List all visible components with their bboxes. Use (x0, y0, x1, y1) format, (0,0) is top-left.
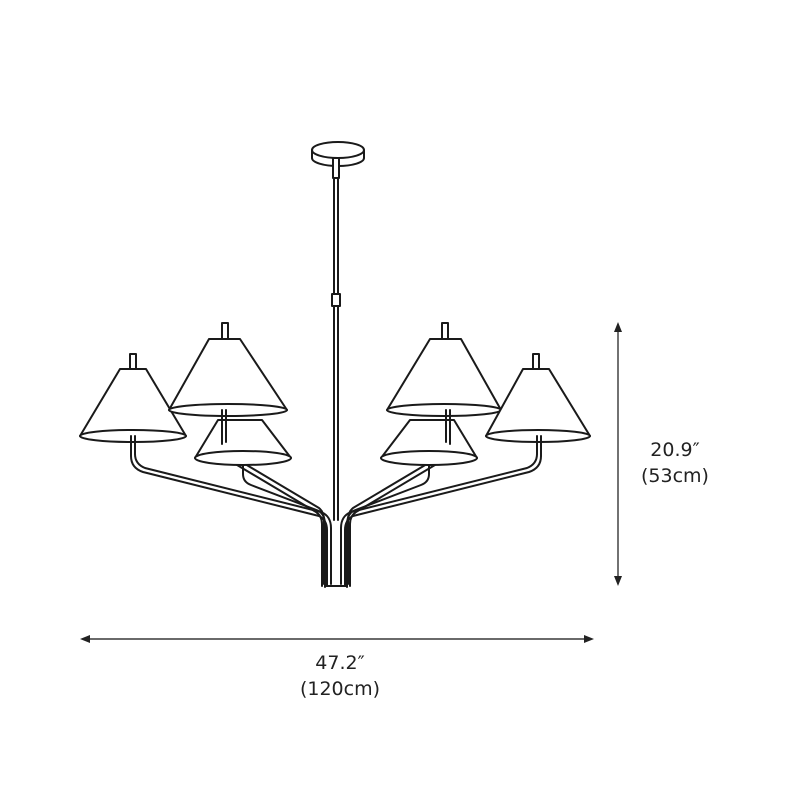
shade-right-back (380, 419, 478, 466)
height-dimension-line (614, 322, 622, 586)
lamp-shades (79, 322, 591, 466)
downrod (331, 157, 341, 521)
width-imperial: 47.2″ (315, 652, 365, 674)
shade-left-back (194, 419, 292, 466)
width-metric: (120cm) (299, 678, 381, 700)
shade-right-outer (485, 353, 591, 443)
height-imperial: 20.9″ (650, 439, 700, 461)
height-label: 20.9″ (53cm) (620, 437, 730, 489)
shade-left-front (168, 322, 288, 417)
shade-right-front (386, 322, 502, 417)
width-label: 47.2″ (120cm) (260, 650, 420, 702)
arms (130, 405, 542, 588)
width-dimension-line (80, 635, 594, 643)
shade-left-outer (79, 353, 187, 443)
arm-stems (130, 409, 542, 457)
height-metric: (53cm) (641, 465, 709, 487)
